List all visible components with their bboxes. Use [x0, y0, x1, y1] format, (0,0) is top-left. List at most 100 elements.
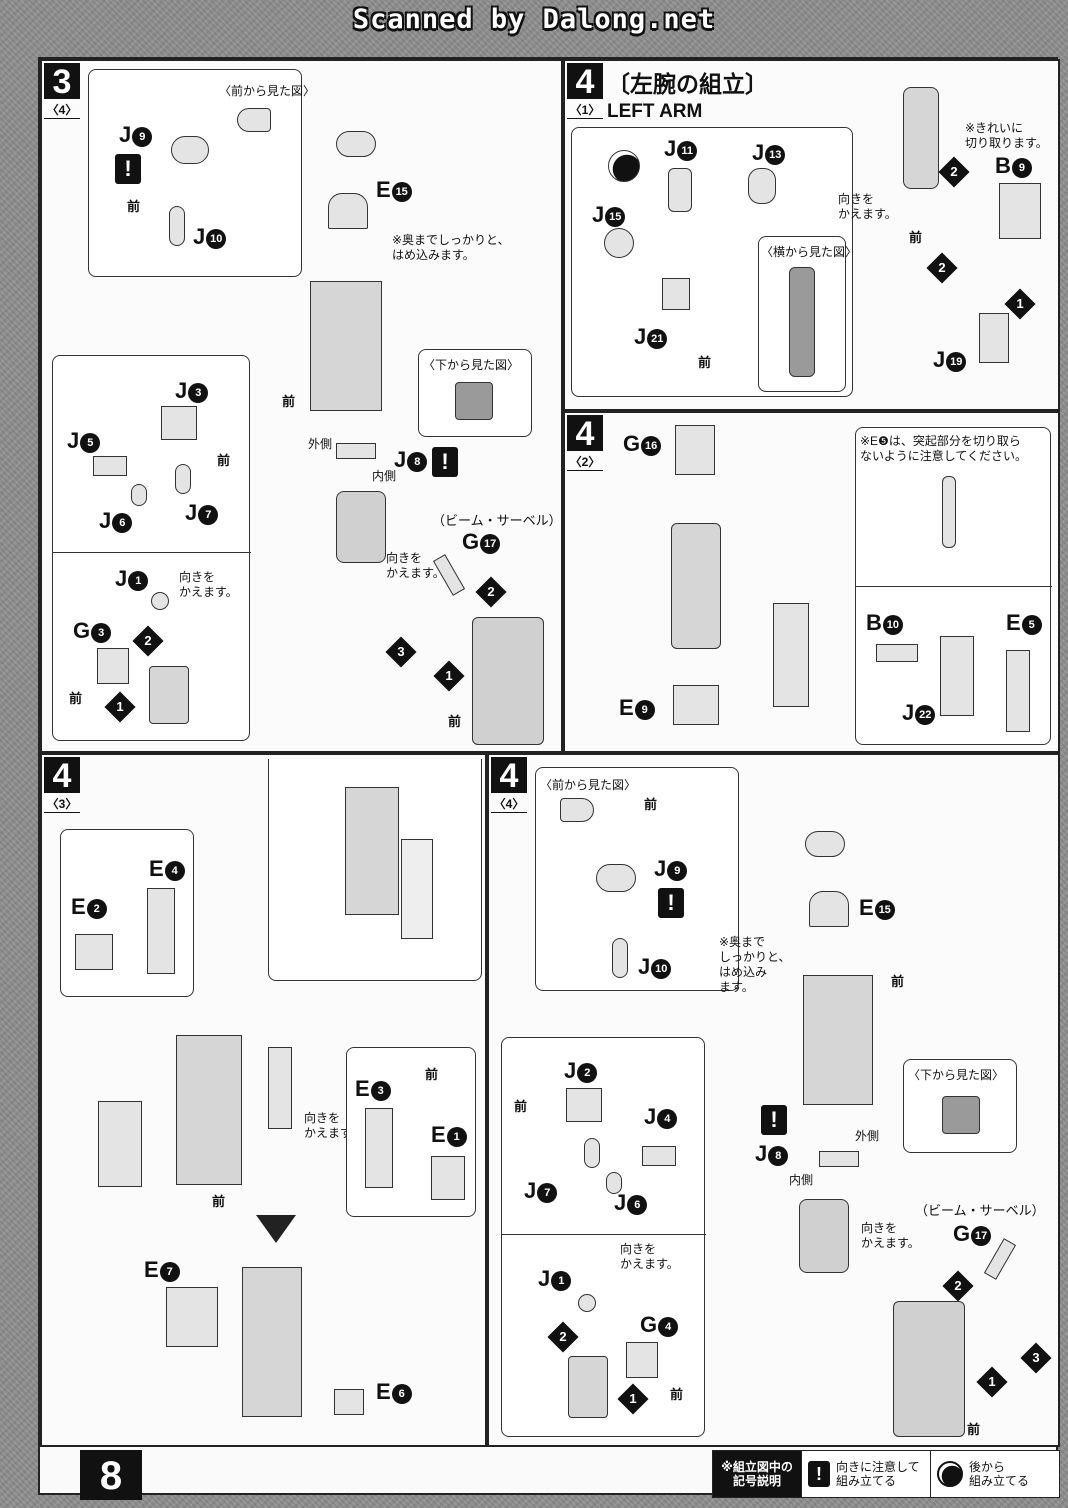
forearm-shape: [671, 523, 721, 649]
step-marker: 3 〈4〉: [44, 63, 80, 119]
sequence-1: 1: [104, 691, 136, 723]
part-j19-shape: [979, 313, 1009, 363]
sequence-2: 2: [132, 625, 164, 657]
page-number: 8: [80, 1450, 142, 1500]
sequence-1: 1: [1004, 288, 1036, 320]
legend-warn-item: ! 向きに注意して 組み立てる: [801, 1451, 930, 1497]
runner-gate-shape: [942, 476, 956, 548]
inset-bottom-view: 〈下から見た図〉: [418, 349, 532, 437]
part-e6-shape: [334, 1389, 364, 1415]
warning-icon: !: [432, 447, 458, 477]
sequence-2: 2: [926, 252, 958, 284]
step-marker: 4 〈3〉: [44, 757, 80, 813]
part-j9-shape: [171, 136, 209, 164]
part-j8-shape: [336, 443, 376, 459]
part-e7-shape: [166, 1287, 218, 1347]
part-j2-shape: [566, 1088, 602, 1122]
part-b9-shape: [999, 183, 1041, 239]
part-j5-shape: [93, 456, 127, 476]
part-j10-shape: [169, 206, 185, 246]
part-j9-top: [336, 131, 376, 157]
part-side-view-shape: [789, 267, 815, 377]
part-j3-shape: [161, 406, 197, 440]
part-j9-top: [805, 831, 845, 857]
forearm-shape: [903, 87, 939, 189]
part-j6-shape: [131, 484, 147, 506]
part-j7-shape: [175, 464, 191, 494]
armor-open-shape: [401, 839, 433, 939]
part-bottom-view-shape: [942, 1096, 980, 1134]
inset-bottom-view: 〈下から見た図〉: [903, 1059, 1017, 1153]
hand-assembly-shape: [336, 491, 386, 563]
sequence-3: 3: [385, 636, 417, 668]
part-e1-shape: [431, 1156, 465, 1200]
sequence-3: 3: [1020, 1342, 1052, 1374]
arm-assembly-shape: [176, 1035, 242, 1185]
warning-icon: !: [761, 1105, 787, 1135]
section-title: 〔左腕の組立〕 LEFT ARM: [607, 71, 768, 122]
part-e3-shape: [365, 1108, 393, 1188]
sequence-2: 2: [547, 1321, 579, 1353]
part-j1-shape: [151, 592, 169, 610]
part-j4-shape: [642, 1146, 676, 1166]
sequence-1: 1: [617, 1383, 649, 1415]
sequence-2: 2: [942, 1270, 974, 1302]
sequence-1: 1: [976, 1366, 1008, 1398]
part-g16-shape: [675, 425, 715, 475]
sequence-1: 1: [433, 660, 465, 692]
armor-shape: [773, 603, 809, 707]
part-b10-shape: [876, 644, 918, 662]
part-e5-shape: [1006, 650, 1030, 732]
part-j10-shape: [612, 938, 628, 978]
armor-shape: [940, 636, 974, 716]
part-j7-shape: [584, 1138, 600, 1168]
warning-icon: !: [115, 154, 141, 184]
part-e4-shape: [147, 888, 175, 974]
back-assembly-icon: [937, 1461, 963, 1487]
part-j21-shape: [662, 278, 690, 310]
arm-assembly-shape: [310, 281, 382, 411]
part-j13-shape: [748, 168, 776, 204]
arm-assembly-final-shape: [242, 1267, 302, 1417]
arm-assembly-shape: [803, 975, 873, 1105]
hand-shape: [568, 1356, 608, 1418]
legend-back-item: 後から 組み立てる: [930, 1451, 1059, 1497]
